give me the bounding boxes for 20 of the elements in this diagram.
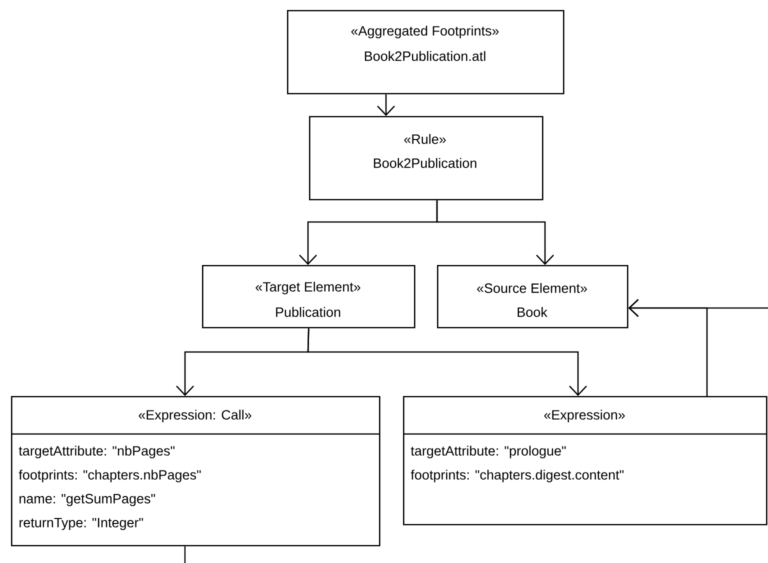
stereotype-label: «Expression: Call» [138,410,252,422]
attribute-text: footprints: "chapters.digest.content" [410,470,624,482]
arrow [377,94,395,116]
arrow [436,200,554,265]
arrow [307,328,587,396]
attribute-text: targetAttribute: "prologue" [410,446,566,458]
arrow [628,299,768,317]
name-label: Book2Publication [374,158,476,168]
name-label: Book2Publication.atl [364,51,486,61]
stereotype-label: «Aggregated Footprints» [351,26,499,38]
name-label: Publication [276,307,340,317]
stereotype-label: «Source Element» [477,283,587,293]
stereotype-label: «Rule» [404,134,446,144]
attribute-text: name: "getSumPages" [20,494,155,506]
attribute-text: footprints: "chapters.nbPages" [18,470,201,482]
attribute-text: returnType: "Integer" [20,518,143,530]
attribute-text: targetAttribute: "nbPages" [18,446,174,458]
name-label: Book [518,307,548,317]
stereotype-label: «Target Element» [256,282,360,294]
stereotype-label: «Expression» [544,410,625,422]
